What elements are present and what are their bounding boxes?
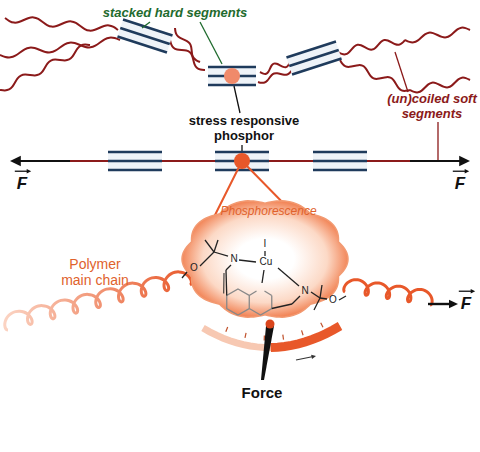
bond xyxy=(214,252,228,256)
force-arrow-head xyxy=(449,300,458,309)
bond xyxy=(292,296,300,304)
bond xyxy=(339,296,346,300)
bond xyxy=(239,260,256,262)
bond xyxy=(264,251,265,256)
bond xyxy=(278,268,299,286)
soft-segment xyxy=(260,62,290,74)
soft-segment xyxy=(175,28,200,62)
annotation: stacked hard segments xyxy=(75,6,275,21)
bond xyxy=(314,298,320,310)
node-text: Phosphorescence xyxy=(221,204,317,218)
annotation: Force xyxy=(242,384,283,401)
leader-line xyxy=(395,52,408,92)
bond xyxy=(200,252,214,266)
bond xyxy=(311,292,320,298)
hard-segment-stack xyxy=(117,18,173,53)
force-arrow xyxy=(410,160,460,162)
atom-label: N xyxy=(301,285,308,297)
direction-arrow-head xyxy=(311,355,316,359)
hard-segment-stack xyxy=(286,40,342,75)
vector-arrow xyxy=(15,171,27,172)
leader-line xyxy=(437,122,438,160)
annotation: (un)coiled soft segments xyxy=(386,92,478,122)
annotation: Polymer main chain xyxy=(55,256,135,288)
force-gauge xyxy=(203,320,340,381)
vector-arrow-head xyxy=(465,169,470,173)
force-symbol: F xyxy=(17,174,27,194)
direction-arrow xyxy=(296,357,312,360)
force-arrow-head xyxy=(10,156,21,166)
leader-line xyxy=(234,86,240,113)
atom-label: N xyxy=(230,253,237,265)
bond xyxy=(272,304,292,309)
atom-label: Cu xyxy=(260,256,273,268)
vector-arrow xyxy=(459,291,471,292)
soft-segment xyxy=(5,17,118,30)
vector-arrow-head xyxy=(471,289,476,293)
bond xyxy=(320,285,322,298)
leader-line xyxy=(200,22,222,64)
phosphor-dot xyxy=(234,153,250,169)
polymer-coil xyxy=(344,280,432,305)
hard-segment-stack xyxy=(108,151,162,171)
force-symbol: F xyxy=(461,294,471,314)
soft-segment xyxy=(340,60,410,91)
bond xyxy=(225,270,227,296)
bond xyxy=(205,240,214,252)
leader-line xyxy=(142,22,150,28)
soft-segment xyxy=(258,70,292,83)
bond xyxy=(262,270,264,283)
vector-arrow xyxy=(453,171,465,172)
force-arrow xyxy=(20,160,70,162)
soft-segment xyxy=(0,45,90,91)
soft-segment xyxy=(405,28,470,43)
polymer-network xyxy=(0,17,470,160)
bond xyxy=(320,298,327,299)
soft-segment xyxy=(338,40,405,54)
force-symbol: F xyxy=(455,174,465,194)
soft-segment xyxy=(68,160,412,162)
vector-arrow-head xyxy=(27,169,32,173)
force-arrow xyxy=(428,303,450,305)
soft-segment xyxy=(170,40,205,70)
bond xyxy=(214,240,218,252)
force-arrow-head xyxy=(459,156,470,166)
hard-segment-stack xyxy=(313,151,367,171)
atom-label: I xyxy=(264,238,267,250)
hard-segment-stack xyxy=(215,151,269,171)
leader-line xyxy=(241,145,242,152)
hard-segment-stack xyxy=(208,66,256,86)
atom-label: O xyxy=(329,294,337,306)
soft-segment xyxy=(410,78,470,93)
soft-segment xyxy=(0,38,120,58)
atom-label: O xyxy=(190,262,198,274)
bond xyxy=(182,272,187,278)
phosphor-dot xyxy=(224,68,240,84)
annotation: stress responsive phosphor xyxy=(179,114,309,144)
bond xyxy=(226,265,231,270)
